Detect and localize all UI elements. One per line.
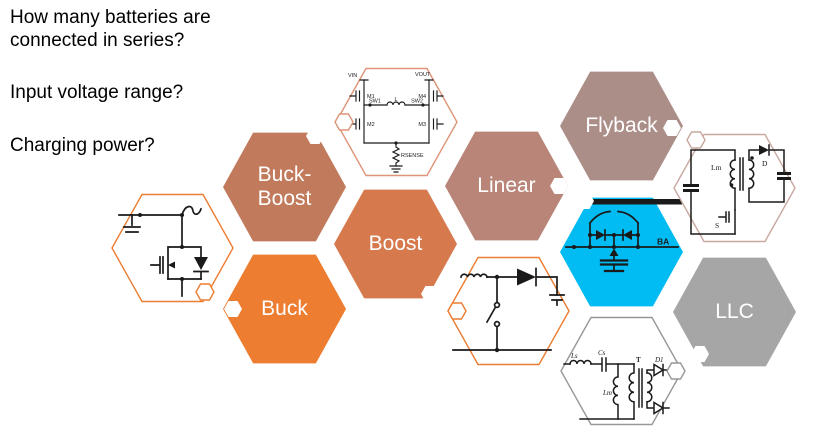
- hexagon-llc: LLC: [673, 257, 796, 367]
- llc-schematic-hexagon: Ls Cs Lm T D1: [560, 316, 683, 426]
- d1-label: D1: [654, 356, 664, 364]
- hexagon-outline: [447, 256, 570, 366]
- buck-boost-schematic-icon: VIN VOUT M1 M4 M2 M3 SW1 L SW2 RSENSE: [348, 72, 444, 173]
- m1-label: M1: [367, 94, 375, 100]
- hexagon-flyback: Flyback: [560, 71, 683, 181]
- lm-label: Lm: [711, 163, 722, 172]
- sw2-label: SW2: [411, 99, 423, 105]
- hex-connector-icon: [306, 128, 324, 144]
- battery-terminal-label: BA: [657, 237, 669, 247]
- m2-label: M2: [367, 122, 375, 128]
- sw1-label: SW1: [369, 99, 381, 105]
- hex-connector-icon: [686, 131, 706, 149]
- hexagon-battery-highlight: [560, 197, 683, 307]
- boost-schematic-hexagon: [447, 256, 570, 366]
- switch-label: S: [715, 221, 719, 230]
- hexagon-linear: Linear: [445, 131, 568, 241]
- question-list: How many batteries are connected in seri…: [10, 6, 260, 186]
- rsense-label: RSENSE: [401, 153, 424, 159]
- question-text: Charging power?: [10, 134, 155, 156]
- buck-schematic-hexagon: [111, 193, 234, 303]
- hex-connector-icon: [666, 362, 686, 380]
- hex-connector-icon: [663, 120, 681, 136]
- hex-connector-icon: [447, 302, 467, 320]
- hexagon-buck-boost: Buck-Boost: [223, 132, 346, 242]
- hexagon-outline: [111, 193, 234, 303]
- hexagon-outline: [335, 67, 458, 177]
- lm-label: Lm: [602, 389, 612, 397]
- buck-schematic-icon: [118, 205, 209, 297]
- question-text: Input voltage range?: [10, 82, 184, 104]
- hex-connector-icon: [224, 301, 242, 317]
- hexagon-label: Boost: [368, 231, 423, 255]
- diode-label: D: [762, 159, 768, 168]
- buck-boost-schematic-hexagon: VIN VOUT M1 M4 M2 M3 SW1 L SW2 RSENSE: [335, 67, 458, 177]
- hex-connector-icon: [576, 193, 594, 209]
- hexagon-buck: Buck: [223, 254, 346, 364]
- cs-label: Cs: [598, 349, 606, 357]
- hex-connector-icon: [334, 113, 354, 131]
- hexagon-label: LLC: [715, 299, 754, 323]
- hex-connector-icon: [550, 178, 568, 194]
- ls-label: Ls: [570, 352, 578, 360]
- hexagon-label: Buck: [261, 296, 308, 320]
- hexagon-label: Linear: [477, 173, 536, 197]
- boost-schematic-icon: [452, 267, 565, 353]
- hexagon-label: Flyback: [585, 113, 658, 137]
- hexagon-boost: Boost: [334, 189, 457, 299]
- flyback-schematic-hexagon: Lm D S: [673, 133, 796, 243]
- llc-schematic-icon: Ls Cs Lm T D1: [563, 349, 670, 420]
- question-text: How many batteries are connected in seri…: [10, 7, 211, 52]
- vout-label: VOUT: [415, 72, 431, 78]
- m4-label: M4: [418, 94, 426, 100]
- hex-connector-icon: [691, 346, 709, 362]
- vin-label: VIN: [348, 73, 357, 79]
- m3-label: M3: [418, 122, 426, 128]
- hex-connector-icon: [195, 283, 215, 301]
- flyback-schematic-icon: Lm D S: [683, 144, 791, 235]
- hexagon-label: Buck-Boost: [257, 162, 312, 210]
- transformer-label: T: [636, 356, 641, 364]
- hex-connector-icon: [421, 286, 439, 302]
- battery-bus-bar: [588, 199, 682, 205]
- battery-schematic-icon: BA: [565, 199, 682, 273]
- inductor-label: L: [394, 97, 397, 103]
